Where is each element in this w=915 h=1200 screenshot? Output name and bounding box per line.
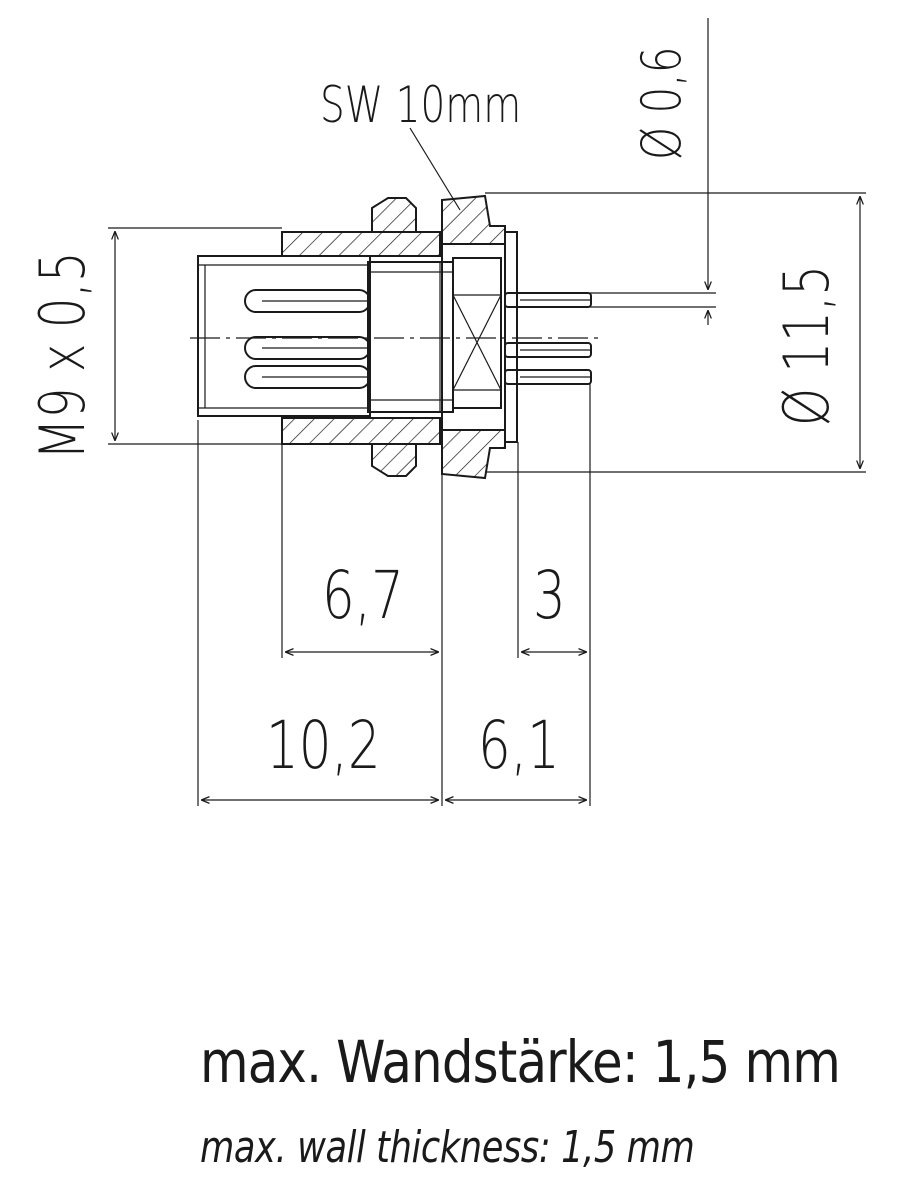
label-dim-6-1: 6,1	[478, 707, 560, 784]
label-sw: SW 10mm	[320, 75, 521, 134]
label-dim-10-2: 10,2	[266, 707, 381, 784]
label-thread: M9 x 0,5	[27, 251, 99, 460]
solder-pins	[504, 292, 592, 385]
thread-section-top	[281, 197, 441, 257]
contact-pins	[244, 289, 371, 389]
connector-body	[190, 194, 600, 480]
label-dim-3: 3	[533, 557, 566, 634]
label-dia-flange: Ø 11,5	[771, 265, 843, 426]
wall-thickness-note-english: max. wall thickness: 1,5 mm	[200, 1122, 695, 1173]
label-dia-pin: Ø 0,6	[631, 47, 693, 160]
dimension-lines	[108, 18, 866, 806]
dimension-labels: SW 10mm Ø 0,6 Ø 11,5 M9 x 0,5 6,7 3 10,2…	[27, 47, 843, 784]
hex-flange	[441, 194, 518, 480]
wall-thickness-note-german: max. Wandstärke: 1,5 mm	[200, 1028, 841, 1096]
thread-section-bottom	[281, 417, 441, 477]
label-dim-6-7: 6,7	[322, 557, 404, 634]
